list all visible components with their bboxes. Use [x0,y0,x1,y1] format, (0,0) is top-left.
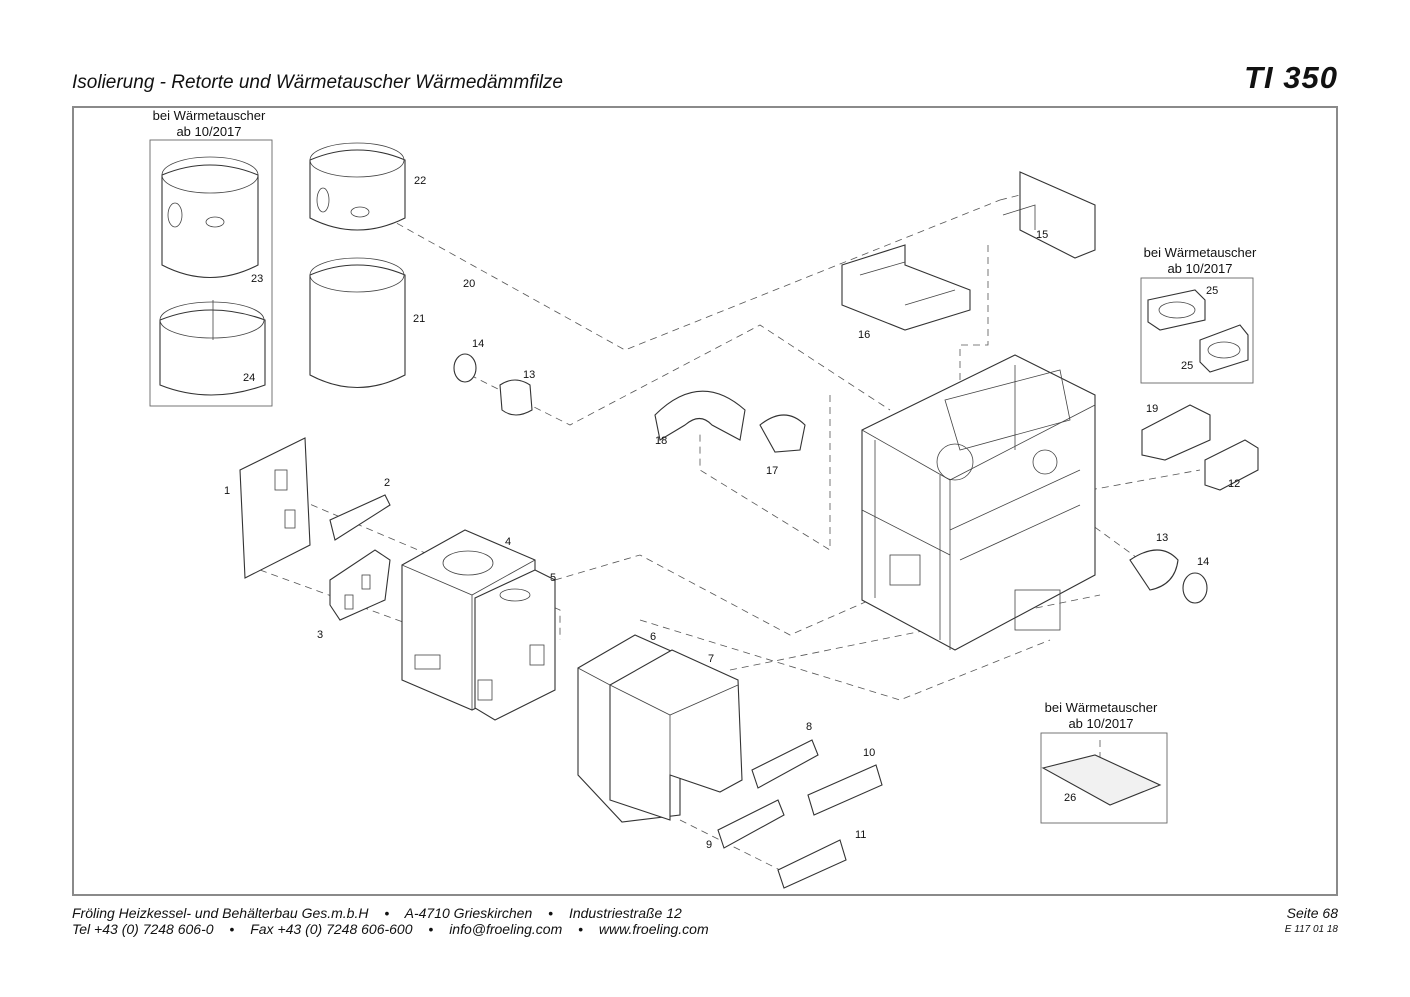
part-10-strip [807,764,883,816]
part-label: 24 [243,372,255,384]
part-label: 20 [463,278,475,290]
part-label: 7 [708,653,714,665]
part-label: 23 [251,273,263,285]
part-label: 13 [523,369,535,381]
part-8-strip [751,739,819,789]
variant-note-line1: bei Wärmetauscher [1045,700,1158,715]
part-label: 6 [650,631,656,643]
part-16-frame-insulation [841,244,971,331]
part-18-half-shell [654,390,746,441]
part-5-frame-insulation [474,569,556,721]
part-13-cone-left [499,379,533,416]
phone-number: Tel +43 (0) 7248 606-0 [72,921,214,937]
part-14-cap-right [1182,572,1208,604]
page-title: Isolierung - Retorte und Wärmetauscher W… [72,72,564,93]
boiler-frame [861,354,1096,651]
part-label: 18 [655,435,667,447]
part-2-strip [329,494,391,541]
part-label: 14 [472,338,484,350]
model-name: TI 350 [1244,60,1338,95]
company-name: Fröling Heizkessel- und Behälterbau Ges.… [72,905,369,921]
part-label: 9 [706,839,712,851]
part-23-ring-upper [161,156,259,278]
part-label: 4 [505,536,511,548]
part-15-bracket [1002,171,1096,259]
separator-bullet: • [229,921,235,937]
part-12-sleeve [1204,439,1259,491]
part-number-labels: 1 2 3 4 5 6 7 8 9 10 11 12 13 13 14 14 1… [224,175,1240,851]
part-26-felt-mat [1041,754,1162,806]
part-label: 22 [414,175,426,187]
part-label: 26 [1064,792,1076,804]
part-22-ring-upper [309,142,406,231]
company-street: Industriestraße 12 [568,905,682,921]
assembly-lines [259,189,1201,871]
company-address: A-4710 Grieskirchen [404,905,533,921]
footer-line-2: Tel +43 (0) 7248 606-0 • Fax +43 (0) 724… [72,921,709,937]
part-label: 25 [1206,285,1218,297]
part-14-cap-left [453,353,477,383]
variant-note-line2: ab 10/2017 [176,124,241,139]
part-25-sleeve-lower [1199,324,1249,373]
variant-note-line2: ab 10/2017 [1167,261,1232,276]
part-label: 14 [1197,556,1209,568]
part-label: 11 [855,829,866,841]
separator-bullet: • [384,905,390,921]
fax-number: Fax +43 (0) 7248 606-600 [250,921,413,937]
part-label: 12 [1228,478,1240,490]
part-label: 17 [766,465,778,477]
part-1-plate [239,437,311,579]
variant-box-heat-exchanger-rings: bei Wärmetauscher ab 10/2017 [149,108,273,407]
part-label: 19 [1146,403,1158,415]
part-label: 8 [806,721,812,733]
part-label: 25 [1181,360,1193,372]
part-label: 1 [224,485,230,497]
part-21-cylinder [309,257,406,388]
variant-note-line1: bei Wärmetauscher [1144,245,1257,260]
part-19-sleeve [1141,404,1211,461]
page-number: Seite 68 [1286,905,1338,921]
part-17-half-shell [759,414,806,453]
part-label: 10 [863,747,875,759]
document-code: E 117 01 18 [1284,924,1338,935]
website-link[interactable]: www.froeling.com [598,921,709,937]
drawing-frame [72,106,1338,896]
part-3-plate [329,549,391,621]
part-9-strip [717,799,785,849]
variant-box-felt-mat: bei Wärmetauscher ab 10/2017 [1040,700,1168,824]
variant-note-line2: ab 10/2017 [1068,716,1133,731]
email-link[interactable]: info@froeling.com [449,921,563,937]
part-label: 21 [413,313,425,325]
separator-bullet: • [548,905,554,921]
part-label: 5 [550,572,556,584]
separator-bullet: • [578,921,584,937]
part-label: 15 [1036,229,1048,241]
part-7-box-insulation [609,649,743,821]
part-label: 2 [384,477,390,489]
variant-box-sleeves: bei Wärmetauscher ab 10/2017 [1140,245,1257,384]
separator-bullet: • [428,921,434,937]
part-label: 3 [317,629,323,641]
part-13-cone-right [1129,549,1179,591]
part-25-sleeve-upper [1147,289,1206,331]
footer-line-1: Fröling Heizkessel- und Behälterbau Ges.… [72,905,682,921]
variant-note-line1: bei Wärmetauscher [153,108,266,123]
part-11-strip [777,839,847,889]
part-label: 16 [858,329,870,341]
part-24-ring-lower [159,300,266,396]
part-label: 13 [1156,532,1168,544]
